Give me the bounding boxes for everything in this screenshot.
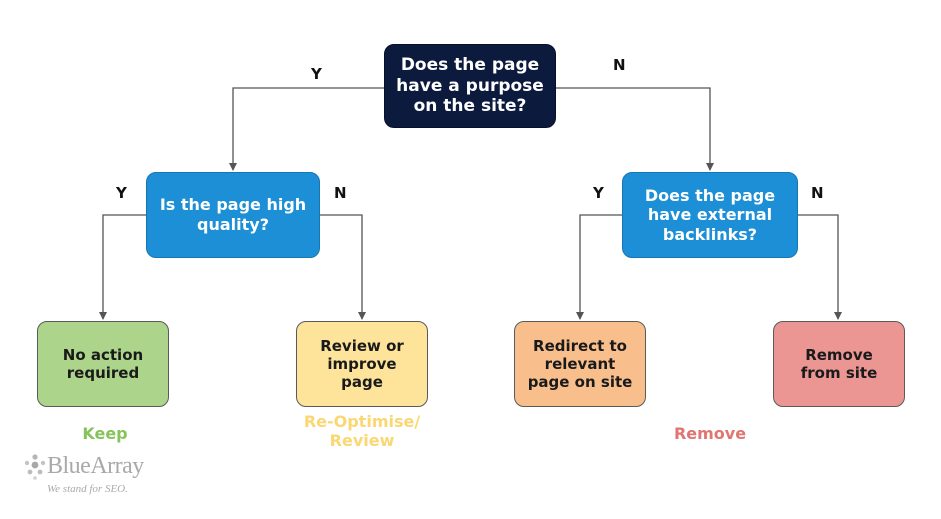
label-root-yes: Y bbox=[311, 65, 322, 83]
question-high-quality: Is the page high quality? bbox=[146, 172, 320, 258]
outcome-keep: Keep bbox=[82, 424, 128, 443]
label-backlinks-yes: Y bbox=[593, 184, 604, 202]
action-review-improve: Review or improve page bbox=[296, 321, 428, 407]
label-backlinks-no: N bbox=[811, 184, 824, 202]
edge-backlinks-remove bbox=[798, 214, 842, 320]
edge-backlinks-redirect bbox=[576, 214, 622, 320]
label-root-no: N bbox=[613, 56, 626, 74]
edge-root-backlinks bbox=[556, 87, 714, 171]
edge-quality-keep bbox=[99, 214, 146, 320]
label-quality-yes: Y bbox=[116, 184, 127, 202]
outcome-remove: Remove bbox=[673, 424, 747, 443]
logo-dots-icon bbox=[24, 454, 46, 480]
logo-tagline: We stand for SEO. bbox=[47, 483, 128, 495]
label-quality-no: N bbox=[334, 184, 347, 202]
action-redirect: Redirect to relevant page on site bbox=[514, 321, 646, 407]
action-remove: Remove from site bbox=[773, 321, 905, 407]
question-has-purpose: Does the page have a purpose on the site… bbox=[384, 44, 556, 128]
edge-root-quality bbox=[229, 87, 384, 171]
question-external-backlinks: Does the page have external backlinks? bbox=[622, 172, 798, 258]
outcome-reoptimise: Re-Optimise/ Review bbox=[303, 412, 421, 451]
edge-quality-review bbox=[320, 214, 366, 320]
action-no-action: No action required bbox=[37, 321, 169, 407]
logo-wordmark: BlueArray bbox=[47, 453, 144, 479]
bluearray-logo: BlueArray We stand for SEO. bbox=[22, 453, 172, 503]
